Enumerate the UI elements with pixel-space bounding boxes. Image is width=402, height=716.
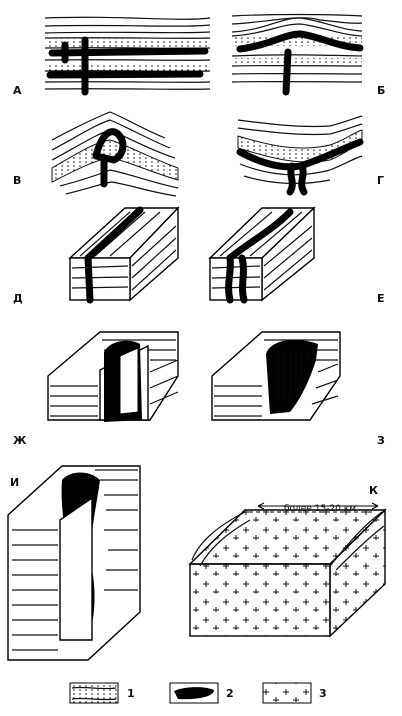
panel-label-i: И	[10, 476, 19, 489]
panel-label-zh: Ж	[13, 434, 27, 447]
cross-pattern-icon	[262, 682, 312, 704]
legend	[69, 682, 312, 704]
panel-b-laccolith	[231, 13, 364, 96]
panel-label-a: А	[13, 84, 22, 97]
legend-number-2: 2	[226, 687, 234, 700]
panel-i-pipe-block	[7, 465, 141, 661]
panel-label-e: Е	[377, 292, 385, 305]
panel-label-z: З	[377, 434, 385, 447]
scale-annotation: более 15-20 км	[284, 504, 356, 514]
panel-zh-stock-block	[47, 331, 179, 422]
panel-label-d: Д	[13, 292, 23, 305]
panel-v-fold-intrusion	[51, 111, 179, 197]
legend-number-3: 3	[319, 687, 327, 700]
black-lens-icon	[174, 687, 214, 700]
panel-g-lopolith	[236, 115, 364, 196]
panel-label-k: К	[369, 484, 378, 497]
panel-e-dike-block	[208, 206, 316, 304]
panel-d-dike-block	[68, 206, 180, 304]
panel-label-v: В	[13, 174, 21, 187]
panel-label-b: Б	[377, 84, 385, 97]
panel-k-batholith-block	[188, 502, 387, 638]
panel-label-g: Г	[377, 174, 384, 187]
legend-number-1: 1	[127, 687, 135, 700]
panel-a-sill	[44, 16, 211, 96]
panel-z-stock-block	[211, 331, 341, 421]
